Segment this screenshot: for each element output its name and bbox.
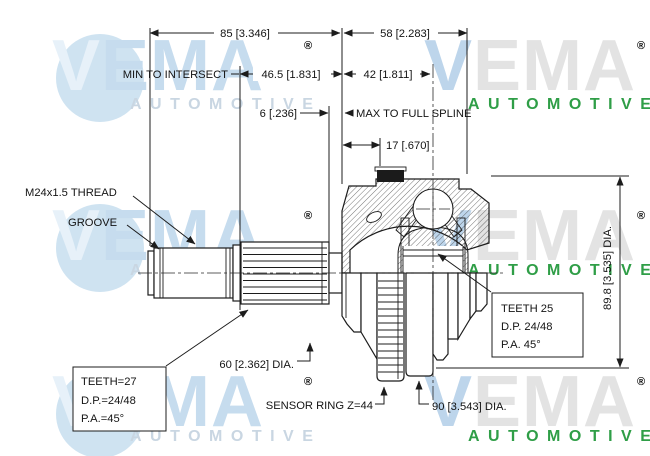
- teeth25-line1: TEETH 25: [501, 303, 553, 315]
- dia60-leader: [297, 342, 314, 362]
- vema-logo-circle: [56, 204, 144, 292]
- teeth25-line3: P.A. 45°: [501, 339, 541, 351]
- dim-89-8-text: 89.8 [3.535] DIA.: [602, 226, 614, 310]
- dim-85-text: 85 [3.346]: [220, 28, 270, 40]
- teeth27-line1: TEETH=27: [81, 376, 137, 388]
- max-to-full-spline-label: MAX TO FULL SPLINE: [356, 108, 471, 120]
- vema-watermark-sub: AUTOMOTIVE: [468, 428, 650, 445]
- inner-race-spline-callout-box: TEETH 25 D.P. 24/48 P.A. 45°: [491, 292, 584, 358]
- vema-watermark-sub: AUTOMOTIVE: [468, 262, 650, 279]
- bell-max-diameter-ring: [405, 272, 434, 377]
- vema-watermark-sub: AUTOMOTIVE: [130, 96, 322, 113]
- sensor-ring-leader: [375, 386, 388, 405]
- outer-race-exterior: [341, 272, 488, 382]
- dim-17-text: 17 [.670]: [386, 140, 430, 152]
- teeth25-line2: D.P. 24/48: [501, 321, 552, 333]
- vema-watermark: VEMA: [424, 362, 637, 442]
- thread-label: M24x1.5 THREAD: [25, 187, 117, 199]
- sensor-ring-exterior: [376, 272, 405, 382]
- vema-watermark-sub: AUTOMOTIVE: [468, 96, 650, 113]
- dim-6-text: 6 [.236]: [260, 108, 297, 120]
- dim-58-text: 58 [2.283]: [380, 28, 430, 40]
- sensor-ring-teeth: [378, 273, 403, 379]
- vema-v-letter: V: [52, 26, 102, 106]
- registered-mark: ®: [637, 40, 646, 52]
- teeth25-leader: [437, 253, 492, 293]
- groove-leader: [126, 224, 160, 250]
- thread-leader: [132, 195, 196, 245]
- registered-mark: ®: [304, 40, 313, 52]
- vema-ema-letters: EMA: [101, 26, 265, 106]
- dim-42-text: 42 [1.811]: [364, 69, 413, 81]
- vema-watermark: VEMA: [52, 30, 264, 102]
- teeth27-leader: [165, 309, 249, 367]
- dim-90-text: 90 [3.543] DIA.: [432, 401, 507, 413]
- vema-watermark: VEMA: [424, 26, 637, 106]
- registered-mark: ®: [637, 376, 646, 388]
- registered-mark: ®: [304, 210, 313, 222]
- vema-logo-circle: [56, 34, 144, 122]
- vema-watermark-sub: AUTOMOTIVE: [130, 428, 322, 445]
- teeth27-line3: P.A.=45°: [81, 413, 124, 425]
- boot-groove-cut: [366, 211, 382, 223]
- sensor-ring-section: [377, 170, 404, 182]
- dim-60-text: 60 [2.362] DIA.: [219, 359, 294, 371]
- dia90-leader: [415, 380, 429, 405]
- dimension-texts: 85 [3.346] 58 [2.283] 46.5 [1.831] 42 [1…: [25, 26, 614, 413]
- shaft-spline-callout-box: TEETH=27 D.P.=24/48 P.A.=45°: [72, 366, 167, 432]
- min-to-intersect-label: MIN TO INTERSECT: [123, 69, 228, 81]
- teeth27-line2: D.P.=24/48: [81, 395, 136, 407]
- dim-46-5-text: 46.5 [1.831]: [261, 69, 320, 81]
- groove-label: GROOVE: [68, 217, 117, 229]
- sensor-ring-label: SENSOR RING Z=44: [266, 400, 373, 412]
- registered-mark: ®: [304, 376, 313, 388]
- registered-mark: ®: [637, 210, 646, 222]
- leader-lines: [126, 195, 492, 405]
